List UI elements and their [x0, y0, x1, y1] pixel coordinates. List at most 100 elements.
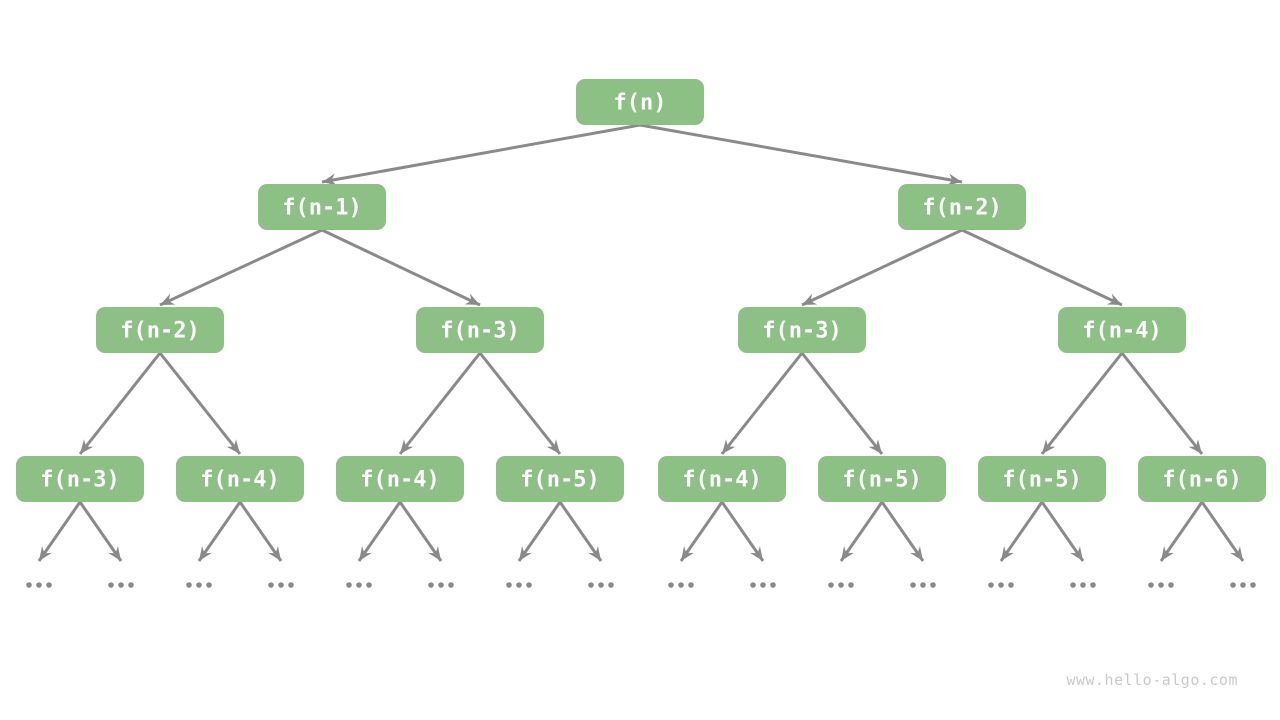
tree-node-label: f(n-5): [520, 468, 599, 493]
ellipsis-dots: [750, 582, 776, 588]
tree-edge: [321, 228, 481, 307]
ellipsis-dot: [356, 582, 362, 588]
tree-node-f(n-4): f(n-4): [658, 456, 786, 502]
tree-edge: [398, 352, 482, 455]
ellipsis-dot: [588, 582, 594, 588]
ellipsis-dot: [668, 582, 674, 588]
tree-node-box: [898, 184, 1026, 230]
tree-node-box: [16, 456, 144, 502]
tree-node-f(n-4): f(n-4): [1058, 307, 1186, 353]
tree-node-f(n-4): f(n-4): [336, 456, 464, 502]
ellipsis-dot: [848, 582, 854, 588]
tree-node-box: [258, 184, 386, 230]
tree-node-label: f(n-4): [200, 468, 279, 493]
ellipsis-dot: [268, 582, 274, 588]
tree-node-box: [738, 307, 866, 353]
ellipsis-dot: [598, 582, 604, 588]
ellipsis-dot: [920, 582, 926, 588]
tree-node-label: f(n-3): [40, 468, 119, 493]
tree-edge: [1120, 352, 1204, 455]
ellipsis-dot: [36, 582, 42, 588]
tree-edge: [961, 228, 1123, 307]
ellipsis-dot: [346, 582, 352, 588]
ellipsis-dots: [910, 582, 936, 588]
tree-node-label: f(n-4): [682, 468, 761, 493]
tree-edge: [78, 352, 162, 455]
ellipsis-edge: [1200, 501, 1245, 562]
ellipsis-dot: [196, 582, 202, 588]
tree-node-label: f(n): [614, 91, 667, 116]
ellipsis-edge: [1040, 501, 1085, 562]
ellipsis-edge: [517, 501, 562, 562]
tree-node-label: f(n-4): [1082, 319, 1161, 344]
ellipsis-dots: [268, 582, 294, 588]
tree-node-f(n-3): f(n-3): [738, 307, 866, 353]
tree-node-box: [576, 79, 704, 125]
ellipsis-dot: [838, 582, 844, 588]
ellipsis-dot: [366, 582, 372, 588]
ellipsis-dot: [448, 582, 454, 588]
ellipsis-edge: [1159, 501, 1204, 562]
ellipsis-dots: [346, 582, 372, 588]
tree-node-f(n-3): f(n-3): [16, 456, 144, 502]
ellipsis-dot: [506, 582, 512, 588]
tree-node-f(n): f(n): [576, 79, 704, 125]
tree-edge: [720, 352, 804, 455]
tree-node-box: [658, 456, 786, 502]
ellipsis-dots: [588, 582, 614, 588]
tree-node-box: [496, 456, 624, 502]
ellipsis-dots: [668, 582, 694, 588]
tree-edge: [478, 352, 562, 455]
ellipsis-dot: [1230, 582, 1236, 588]
tree-node-f(n-2): f(n-2): [898, 184, 1026, 230]
ellipsis-dot: [288, 582, 294, 588]
ellipsis-dots: [988, 582, 1014, 588]
tree-node-label: f(n-4): [360, 468, 439, 493]
ellipsis-edge: [999, 501, 1044, 562]
ellipsis-dot: [438, 582, 444, 588]
ellipsis-edge: [679, 501, 724, 562]
tree-edge: [800, 352, 884, 455]
ellipsis-dot: [998, 582, 1004, 588]
tree-node-label: f(n-5): [842, 468, 921, 493]
tree-node-f(n-4): f(n-4): [176, 456, 304, 502]
tree-node-box: [176, 456, 304, 502]
ellipsis-dot: [930, 582, 936, 588]
ellipsis-edge: [720, 501, 765, 562]
ellipsis-dots: [828, 582, 854, 588]
tree-node-f(n-3): f(n-3): [416, 307, 544, 353]
tree-node-f(n-5): f(n-5): [978, 456, 1106, 502]
tree-node-box: [416, 307, 544, 353]
ellipsis-dots: [1070, 582, 1096, 588]
ellipsis-dot: [750, 582, 756, 588]
tree-node-label: f(n-3): [440, 319, 519, 344]
ellipsis-dot: [428, 582, 434, 588]
ellipsis-dots: [1148, 582, 1174, 588]
tree-node-box: [1058, 307, 1186, 353]
tree-node-f(n-5): f(n-5): [818, 456, 946, 502]
ellipsis-dots: [428, 582, 454, 588]
tree-node-label: f(n-3): [762, 319, 841, 344]
tree-node-label: f(n-2): [120, 319, 199, 344]
ellipsis-dot: [1158, 582, 1164, 588]
tree-node-box: [336, 456, 464, 502]
watermark: www.hello-algo.com: [1066, 671, 1238, 689]
ellipsis-dot: [910, 582, 916, 588]
ellipsis-dot: [1080, 582, 1086, 588]
ellipsis-edge: [197, 501, 242, 562]
ellipsis-edge: [357, 501, 402, 562]
ellipsis-edge: [37, 501, 82, 562]
tree-node-box: [96, 307, 224, 353]
tree-node-box: [1138, 456, 1266, 502]
ellipsis-dots: [108, 582, 134, 588]
tree-node-f(n-1): f(n-1): [258, 184, 386, 230]
ellipsis-dot: [1148, 582, 1154, 588]
ellipsis-dot: [770, 582, 776, 588]
tree-edge: [158, 352, 242, 455]
ellipsis-dot: [26, 582, 32, 588]
ellipsis-dot: [206, 582, 212, 588]
ellipsis-dot: [688, 582, 694, 588]
tree-node-f(n-6): f(n-6): [1138, 456, 1266, 502]
